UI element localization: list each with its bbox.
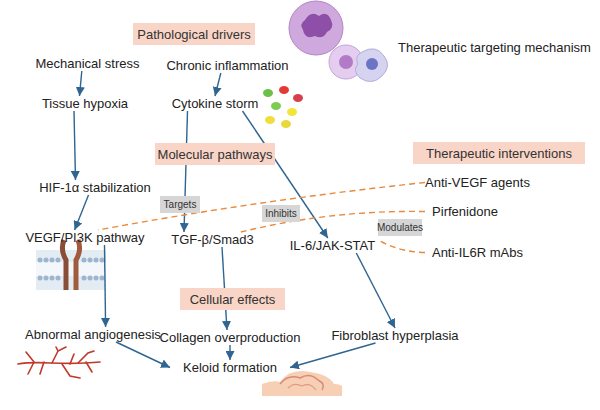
pathway-text: IL-6/JAK-STAT	[285, 238, 380, 253]
node-text: Keloid formation	[170, 360, 290, 375]
node-text: Modulates	[377, 222, 423, 234]
section-band: Therapeutic interventions	[413, 142, 585, 164]
therapy-link	[380, 241, 425, 253]
therapy-text: Pirfenidone	[425, 204, 505, 219]
driver-text: Cytokine storm	[160, 96, 270, 111]
pathway-text: TGF-β/Smad3	[165, 232, 260, 247]
action-tag: Modulates	[378, 219, 422, 236]
flow-arrow	[116, 342, 170, 368]
node-text: Pirfenidone	[425, 204, 505, 219]
driver-text: Mechanical stress	[30, 56, 145, 71]
node-text: Mechanical stress	[30, 56, 145, 71]
driver-text: Tissue hypoxia	[30, 96, 140, 111]
flow-arrow	[75, 195, 89, 230]
node-text: Pathological drivers	[137, 27, 250, 42]
node-text: Collagen overproduction	[155, 330, 305, 345]
flow-arrow	[243, 111, 328, 238]
effect-text: Abnormal angiogenesis	[25, 327, 155, 342]
vessel-illustration	[18, 347, 100, 378]
flow-arrow	[74, 111, 76, 180]
node-text: Targets	[164, 199, 197, 211]
node-text: Anti-VEGF agents	[425, 175, 530, 190]
receptor-icon	[36, 240, 106, 290]
effect-text: Fibroblast hyperplasia	[330, 328, 460, 343]
node-text: Therapeutic interventions	[426, 146, 572, 161]
node-text: Cellular effects	[190, 292, 276, 307]
section-band: Molecular pathways	[155, 143, 275, 165]
node-text: HIF-1α stabilization	[30, 180, 160, 195]
node-text: Molecular pathways	[158, 147, 273, 162]
node-text: Cytokine storm	[160, 96, 270, 111]
flow-arrow	[229, 345, 230, 360]
flow-arrow	[80, 71, 82, 96]
flow-arrow	[290, 343, 376, 368]
driver-text: Chronic inflammation	[160, 58, 295, 73]
node-text: Tissue hypoxia	[30, 96, 140, 111]
flow-arrow	[215, 73, 221, 96]
action-tag: Targets	[160, 196, 200, 213]
section-band: Pathological drivers	[133, 23, 255, 45]
node-text: VEGF/PI3K pathway	[20, 230, 150, 245]
node-text: Fibroblast hyperplasia	[330, 328, 460, 343]
outcome-text: Keloid formation	[170, 360, 290, 375]
effect-text: Collagen overproduction	[155, 330, 305, 345]
pathway-text: HIF-1α stabilization	[30, 180, 160, 195]
node-text: IL-6/JAK-STAT	[285, 238, 380, 253]
pathway-text: VEGF/PI3K pathway	[20, 230, 150, 245]
section-band: Cellular effects	[180, 288, 285, 310]
action-tag: Inhibits	[262, 205, 300, 222]
node-text: Anti-IL6R mAbs	[425, 245, 530, 260]
node-text: Chronic inflammation	[160, 58, 295, 73]
node-text: Abnormal angiogenesis	[25, 327, 155, 342]
flow-arrow	[105, 245, 106, 327]
therapy-text: Anti-IL6R mAbs	[425, 245, 530, 260]
node-text: Inhibits	[265, 208, 297, 220]
flow-arrow	[356, 253, 395, 328]
cell-illustration	[289, 1, 388, 82]
caption-label: Therapeutic targeting mechanism	[398, 40, 591, 55]
therapy-text: Anti-VEGF agents	[425, 175, 530, 190]
node-text: TGF-β/Smad3	[165, 232, 260, 247]
cytokine-dots	[263, 86, 303, 128]
